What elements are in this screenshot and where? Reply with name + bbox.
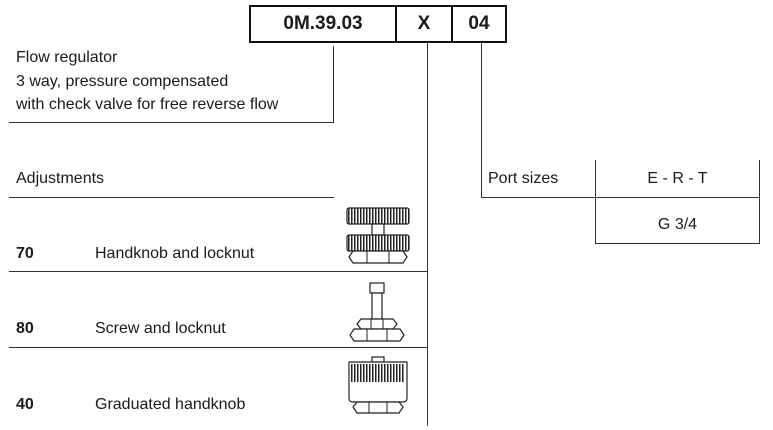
handknob-locknut-icon	[346, 207, 410, 264]
option-code-70: 70	[16, 245, 34, 262]
option-label-40: Graduated handknob	[95, 396, 246, 413]
port-sizes-rule	[481, 197, 760, 198]
port-table-value: G 3/4	[657, 216, 698, 233]
description-divider-horizontal	[9, 122, 334, 123]
description-line-2: 3 way, pressure compensated	[16, 72, 229, 90]
port-sizes-title: Port sizes	[488, 170, 559, 187]
description-line-1: Flow regulator	[16, 49, 118, 66]
screw-locknut-icon	[349, 282, 405, 342]
description-divider-vertical	[333, 46, 334, 123]
order-code-port-text: 04	[468, 13, 490, 34]
order-code-adjust: X	[395, 5, 453, 43]
product-description: Flow regulator 3 way, pressure compensat…	[16, 46, 278, 117]
adjust-leader-line	[427, 43, 428, 426]
adjustments-header-rule	[9, 197, 334, 198]
port-table-bottom-border	[595, 243, 760, 244]
graduated-handknob-icon	[348, 356, 408, 414]
order-code-base: 0M.39.03	[249, 5, 397, 43]
order-code-port: 04	[451, 5, 507, 43]
option-rule-80	[9, 347, 428, 348]
port-leader-line	[481, 43, 482, 197]
port-table-left-border	[595, 160, 596, 244]
order-code-base-text: 0M.39.03	[283, 13, 363, 34]
option-code-80: 80	[16, 320, 34, 337]
port-table-right-border	[759, 160, 760, 244]
order-code-adjust-text: X	[417, 13, 431, 34]
port-table-header: E - R - T	[647, 170, 708, 187]
option-code-40: 40	[16, 396, 34, 413]
option-label-80: Screw and locknut	[95, 320, 226, 337]
option-label-70: Handknob and locknut	[95, 245, 255, 262]
description-line-3: with check valve for free reverse flow	[16, 96, 279, 113]
adjustments-title: Adjustments	[16, 170, 105, 187]
option-rule-70	[9, 271, 428, 272]
